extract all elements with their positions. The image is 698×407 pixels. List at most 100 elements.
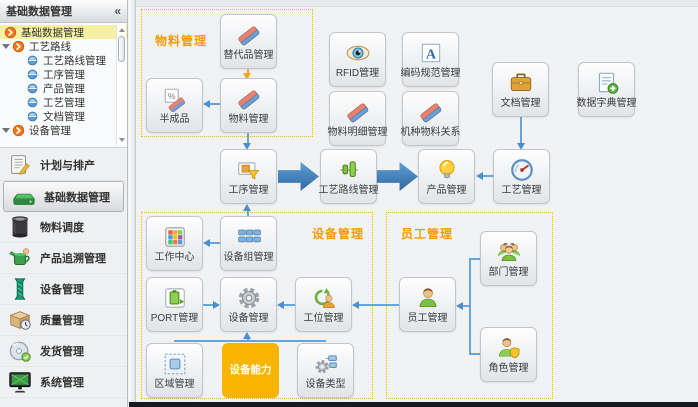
flow-node-label: 半成品: [159, 114, 190, 125]
material-group: 物料管理: [141, 9, 313, 137]
collapse-sidebar-button[interactable]: «: [114, 4, 121, 18]
tree-item-0[interactable]: 基础数据管理: [0, 25, 127, 39]
expander-icon[interactable]: [2, 127, 10, 133]
flow-node-label: RFID管理: [335, 68, 380, 79]
flow-node-label: 工艺管理: [501, 185, 542, 196]
flow-node-document[interactable]: 文档管理: [492, 62, 549, 117]
flow-node-label: 设备能力: [229, 364, 272, 377]
eraser-percent-icon: %: [162, 79, 188, 115]
arrowhead: [243, 143, 251, 150]
node-icon: [26, 82, 39, 95]
planning-icon: [7, 152, 33, 178]
group-label: 物料管理: [155, 34, 208, 48]
flow-node-semi-product[interactable]: % 半成品: [146, 78, 203, 133]
tree-scrollbar[interactable]: [116, 25, 126, 145]
svg-text:%: %: [167, 91, 175, 101]
flow-node-label: 设备组管理: [223, 252, 274, 263]
tree-item-2[interactable]: 工艺路线管理: [0, 53, 127, 67]
nav-item-7[interactable]: 系统管理: [0, 367, 127, 398]
flow-node-label: 物料明细管理: [327, 127, 388, 138]
flow-node-region[interactable]: 区域管理: [146, 343, 203, 398]
flow-node-material-detail[interactable]: 物料明细管理: [327, 91, 388, 146]
flow-node-model-material[interactable]: 机种物料关系: [401, 91, 461, 146]
trace-icon: [7, 245, 33, 271]
tree-item-label: 工艺路线: [29, 40, 71, 53]
arrowhead: [213, 301, 220, 309]
flow-node-data-dict[interactable]: 数据字典管理: [577, 62, 637, 117]
flow-node-label: PORT管理: [150, 313, 199, 324]
flow-node-rfid[interactable]: RFID管理: [329, 32, 386, 87]
flow-node-equip-group[interactable]: 设备组管理: [220, 216, 277, 271]
flow-node-route[interactable]: 工艺路线管理: [319, 149, 379, 204]
eraser-icon: [418, 92, 444, 128]
eye-icon: [345, 33, 371, 69]
nav-item-1[interactable]: 基础数据管理: [3, 181, 124, 212]
doc-plus-icon: [594, 63, 620, 99]
scroll-up-button[interactable]: [118, 26, 126, 34]
tree-item-7[interactable]: 设备管理: [0, 123, 127, 137]
arrowhead: [476, 172, 483, 180]
flow-node-station[interactable]: 工位管理: [295, 277, 352, 332]
nav-item-0[interactable]: 计划与排产: [0, 150, 127, 181]
nav-item-4[interactable]: 设备管理: [0, 274, 127, 305]
flow-node-equipment[interactable]: 设备管理: [220, 277, 277, 332]
scroll-thumb[interactable]: [118, 36, 125, 62]
nav-item-5[interactable]: 质量管理: [0, 305, 127, 336]
tree-item-label: 工序管理: [43, 68, 85, 81]
nav-item-3[interactable]: 产品追溯管理: [0, 243, 127, 274]
flow-node-employee[interactable]: 员工管理: [399, 277, 456, 332]
connector-line: [247, 338, 249, 341]
sidebar-splitter[interactable]: [129, 0, 136, 407]
person-icon: [415, 278, 441, 314]
scroll-down-button[interactable]: [118, 136, 126, 144]
briefcase-icon: [508, 63, 534, 99]
connector-line: [284, 304, 295, 306]
tree-item-3[interactable]: 工序管理: [0, 67, 127, 81]
eraser-icon: [345, 92, 371, 128]
nav-item-6[interactable]: 发货管理: [0, 336, 127, 367]
letter-a-icon: A: [418, 33, 444, 69]
flow-node-label: 产品管理: [426, 185, 467, 196]
equipment-icon: [7, 276, 33, 302]
flow-node-label: 设备管理: [228, 313, 269, 324]
flow-node-label: 区域管理: [154, 379, 195, 390]
tree-list: 基础数据管理工艺路线工艺路线管理工序管理产品管理工艺管理文档管理设备管理: [0, 25, 127, 137]
flow-node-department[interactable]: 部门管理: [480, 231, 537, 286]
connector-line: [469, 258, 480, 260]
connector-line: [520, 117, 522, 143]
flow-node-port[interactable]: PORT管理: [146, 277, 203, 332]
tree-item-label: 文档管理: [43, 110, 85, 123]
port-icon: [162, 278, 188, 314]
sidebar: 基础数据管理 « 基础数据管理工艺路线工艺路线管理工序管理产品管理工艺管理文档管…: [0, 0, 128, 407]
tree-item-1[interactable]: 工艺路线: [0, 39, 127, 53]
tree-item-4[interactable]: 产品管理: [0, 81, 127, 95]
tree-item-5[interactable]: 工艺管理: [0, 95, 127, 109]
flow-node-craft[interactable]: 工艺管理: [493, 149, 550, 204]
flow-node-equip-type[interactable]: 设备类型: [297, 343, 354, 398]
connector-line: [210, 242, 220, 244]
flow-node-process[interactable]: 工序管理: [220, 149, 277, 204]
flow-node-material[interactable]: 物料管理: [220, 78, 277, 133]
node-icon: [26, 96, 39, 109]
sidebar-title-bar: 基础数据管理 «: [0, 0, 127, 23]
flow-node-capability[interactable]: 设备能力: [222, 343, 279, 398]
arrowhead: [243, 73, 251, 80]
connector-line: [469, 258, 471, 355]
nav-item-label: 发货管理: [40, 346, 84, 358]
nav-item-2[interactable]: 物料调度: [0, 212, 127, 243]
flow-node-work-center[interactable]: 工作中心: [146, 216, 203, 271]
node-icon: [26, 68, 39, 81]
connector-line: [247, 210, 249, 216]
tree-item-6[interactable]: 文档管理: [0, 109, 127, 123]
canvas-top-strip: [136, 0, 698, 7]
expander-icon[interactable]: [2, 43, 10, 49]
flow-node-product[interactable]: 产品管理: [418, 149, 475, 204]
flow-node-substitute[interactable]: 替代品管理: [220, 14, 277, 69]
arrowhead: [203, 100, 210, 108]
flow-node-role[interactable]: 角色管理: [480, 327, 537, 382]
tree-item-label: 工艺路线管理: [43, 54, 106, 67]
flow-node-label: 员工管理: [407, 313, 448, 324]
big-arrow: [377, 162, 418, 191]
